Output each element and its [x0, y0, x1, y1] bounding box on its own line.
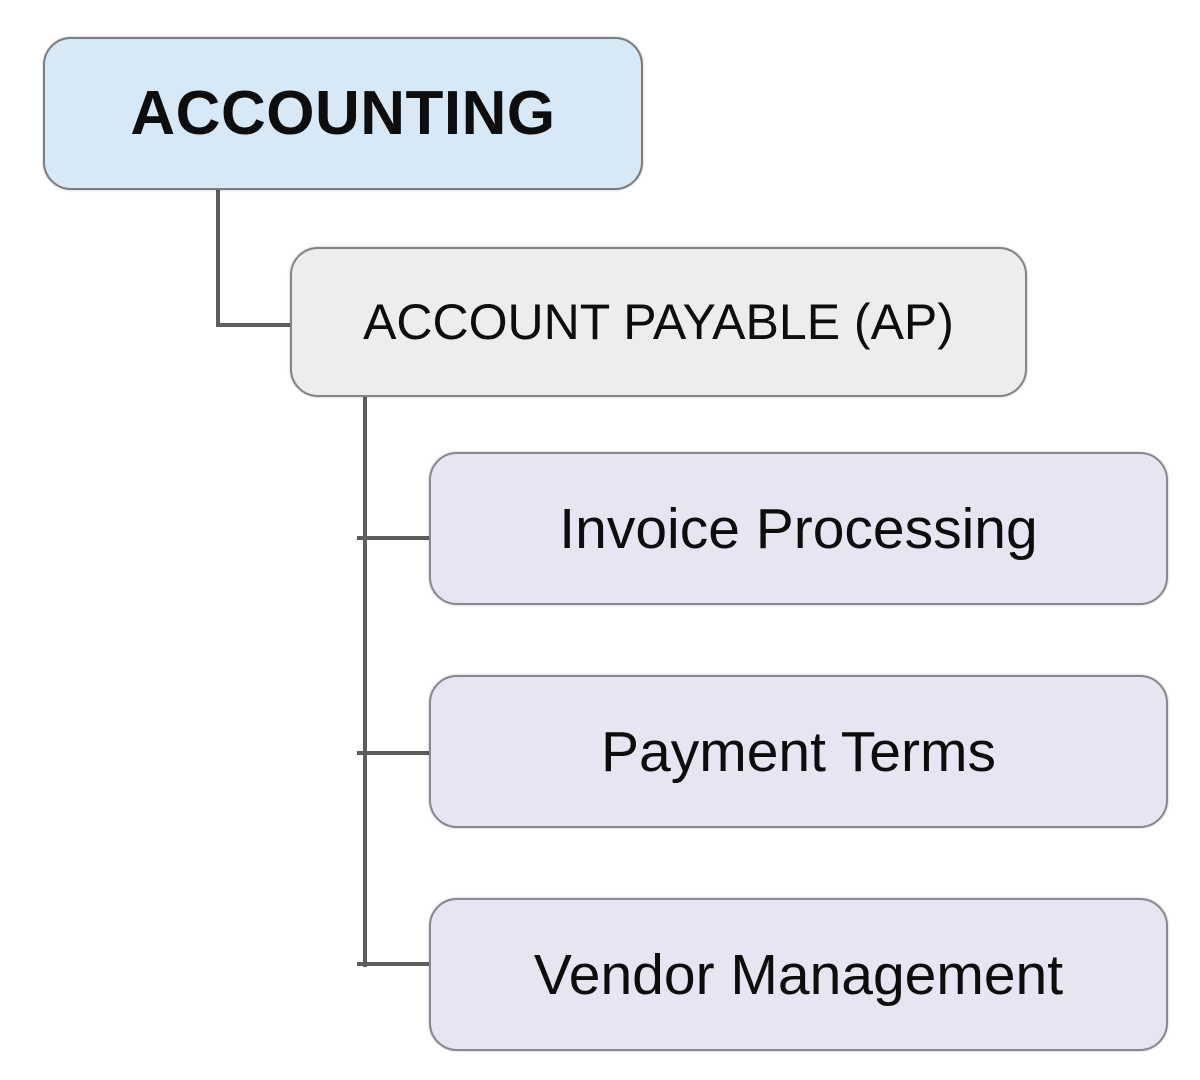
node-account-payable: ACCOUNT PAYABLE (AP) [290, 247, 1027, 397]
node-vendor-management-label: Vendor Management [533, 942, 1064, 1007]
node-invoice-processing-label: Invoice Processing [559, 496, 1038, 561]
connector-branch-vendor-management [357, 962, 429, 966]
node-account-payable-label: ACCOUNT PAYABLE (AP) [363, 294, 954, 350]
node-vendor-management: Vendor Management [429, 898, 1168, 1051]
connector-root-to-account-payable [216, 323, 290, 327]
connector-account-payable-trunk [363, 397, 367, 967]
connector-branch-payment-terms [357, 751, 429, 755]
node-accounting-label: ACCOUNTING [130, 79, 556, 148]
node-accounting: ACCOUNTING [43, 37, 643, 190]
connector-root-vertical [216, 190, 220, 327]
node-invoice-processing: Invoice Processing [429, 452, 1168, 605]
node-payment-terms-label: Payment Terms [601, 719, 996, 784]
connector-branch-invoice-processing [357, 536, 429, 540]
node-payment-terms: Payment Terms [429, 675, 1168, 828]
